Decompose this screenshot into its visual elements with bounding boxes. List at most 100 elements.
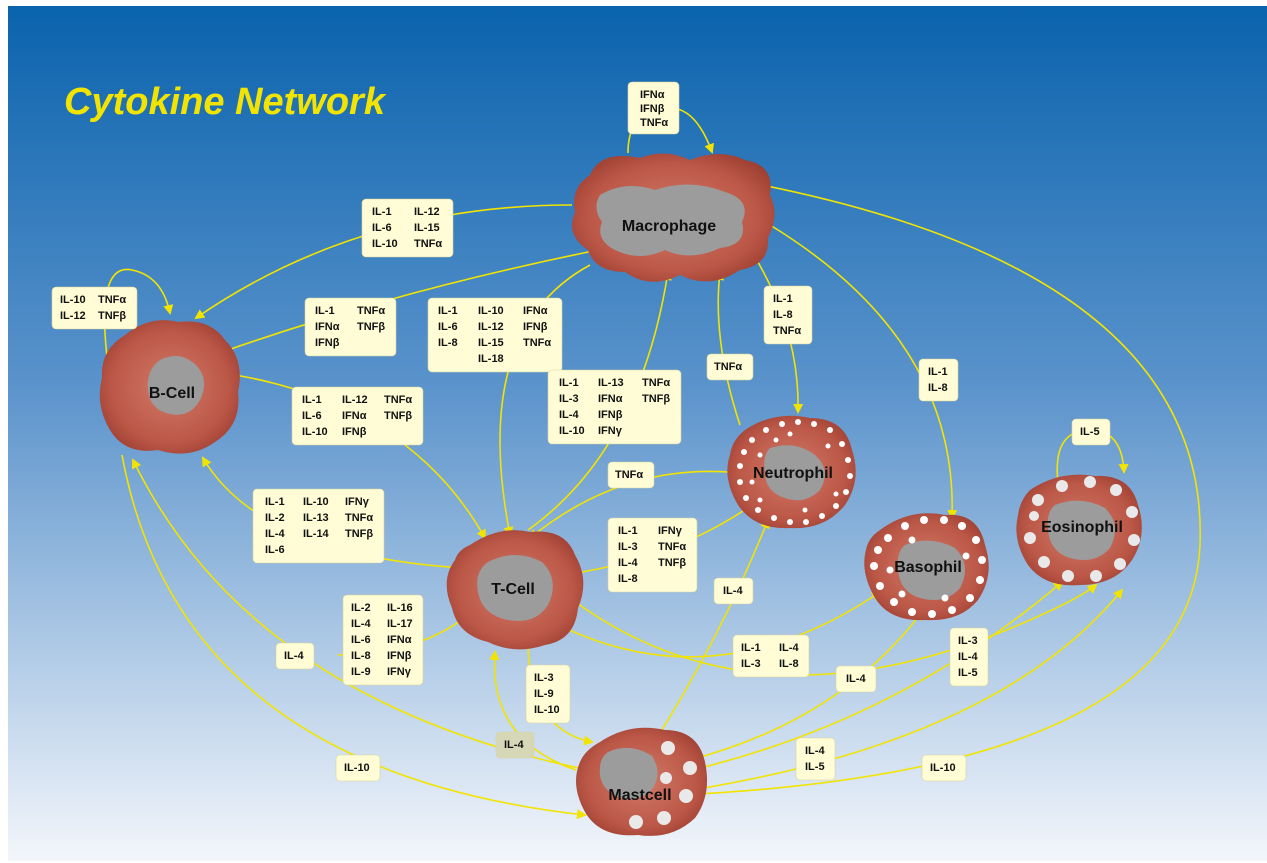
cytokine-label: IL-16	[387, 602, 413, 614]
cytokine-label: IFNγ	[658, 525, 683, 537]
edge-bcell-to-mastcell	[121, 454, 587, 820]
cytokine-label: TNFβ	[345, 528, 373, 540]
cytokine-label: IL-10	[478, 305, 504, 317]
cells: Macrophage B-Cell T-Cell Neutrophil	[99, 153, 1142, 836]
cytokine-label: IL-5	[805, 761, 825, 773]
cell-bcell: B-Cell	[99, 320, 240, 454]
cell-tcell: T-Cell	[446, 530, 584, 650]
cytokine-label: IFNβ	[315, 337, 340, 349]
label-box-background	[51, 286, 138, 330]
cytokine-label: TNFα	[414, 238, 442, 250]
cytokine-label: TNFα	[384, 394, 412, 406]
cytokine-label: IL-4	[723, 585, 743, 597]
bcell-nucleus	[147, 356, 205, 415]
macrophage-nucleus	[596, 184, 745, 256]
edge-tcell-to-eosinophil	[569, 583, 1098, 676]
cytokine-label: IL-1	[315, 305, 335, 317]
cytokine-label: IL-10	[302, 426, 328, 438]
label-box-mast-to-t: IL-4	[495, 731, 535, 759]
cytokine-label: IL-10	[344, 762, 370, 774]
label-box-background	[921, 754, 967, 782]
cytokine-label: IFNγ	[387, 666, 412, 678]
cytokine-label: TNFβ	[658, 557, 686, 569]
label-box-background	[607, 461, 655, 489]
cytokine-label: TNFβ	[384, 410, 412, 422]
label-box-background	[835, 665, 877, 693]
edge-bcell-to-macrophage	[227, 246, 600, 351]
cytokine-label: IFNβ	[342, 426, 367, 438]
cytokine-label: IL-8	[618, 573, 638, 585]
edge-mastcell-to-tcell	[489, 650, 577, 771]
cytokine-label: IL-1	[438, 305, 458, 317]
neutrophil-granules	[737, 419, 853, 525]
cytokine-label: TNFα	[658, 541, 686, 553]
cytokine-label: IFNγ	[598, 425, 623, 437]
label-box-mast-to-b: IL-4	[275, 642, 315, 670]
cell-basophil: Basophil	[864, 513, 989, 621]
label-box-t-to-mac: IL-1IL-3IL-4IL-10IL-13IFNαIFNβIFNγTNFαTN…	[547, 369, 682, 445]
cytokine-label: IL-17	[387, 618, 413, 630]
neutrophil-name: Neutrophil	[753, 465, 833, 482]
cytokine-label: IL-10	[534, 704, 560, 716]
label-box-background	[918, 358, 959, 402]
tcell-nucleus	[477, 555, 553, 621]
cytokine-label: IL-4	[504, 739, 524, 751]
cytokine-label: IL-9	[351, 666, 371, 678]
cytokine-label: IL-3	[618, 541, 638, 553]
cytokine-label: IFNα	[342, 410, 367, 422]
eosinophil-granules	[1024, 476, 1140, 582]
cytokine-label: IFNβ	[640, 103, 665, 115]
label-box-background	[304, 297, 397, 357]
label-box-t-to-baso: IL-1IL-3IL-4IL-8	[732, 634, 810, 678]
cytokine-label: IL-4	[284, 650, 304, 662]
neutrophil-nucleus	[764, 445, 825, 501]
cytokine-label: IFNβ	[523, 321, 548, 333]
cytokine-label: IL-9	[534, 688, 554, 700]
cytokine-label: IFNα	[523, 305, 548, 317]
cytokine-label: TNFα	[523, 337, 551, 349]
cytokine-label: TNFα	[714, 361, 742, 373]
cytokine-label: IL-10	[372, 238, 398, 250]
label-box-t-to-mast: IL-3IL-9IL-10	[525, 664, 571, 724]
basophil-nucleus	[897, 540, 965, 601]
cytokine-label: TNFα	[640, 117, 668, 129]
edge-mastcell-to-basophil	[689, 610, 924, 761]
cytokine-label: IL-1	[773, 293, 793, 305]
cytokine-label: IL-6	[302, 410, 322, 422]
label-box-background	[547, 369, 682, 445]
cytokine-label: IL-6	[351, 634, 371, 646]
label-box-neut-to-t: TNFα	[607, 461, 655, 489]
cytokine-label: IL-4	[265, 528, 285, 540]
label-box-mast-to-eos: IL-3IL-4IL-5	[949, 627, 989, 687]
cytokine-label: TNFα	[615, 469, 643, 481]
cytokine-label: IL-15	[478, 337, 504, 349]
bcell-name: B-Cell	[149, 385, 195, 402]
label-box-background	[335, 754, 381, 782]
cytokine-label: IL-8	[438, 337, 458, 349]
label-box-neut-to-mac: TNFα	[706, 353, 754, 381]
cytokine-label: IL-10	[303, 496, 329, 508]
cytokine-label: TNFα	[642, 377, 670, 389]
cytokine-label: IL-5	[1080, 426, 1100, 438]
edge-neutrophil-to-macrophage	[714, 270, 741, 426]
label-box-to-t-left: IL-2IL-4IL-6IL-8IL-9IL-16IL-17IFNαIFNβIF…	[342, 594, 424, 686]
cytokine-label: IL-13	[598, 377, 624, 389]
eosinophil-name: Eosinophil	[1041, 519, 1123, 536]
mastcell-name: Mastcell	[608, 787, 671, 804]
cytokine-label: IL-6	[438, 321, 458, 333]
cytokine-label: IL-4	[805, 745, 825, 757]
cytokine-label: IFNα	[598, 393, 623, 405]
edge-macrophage-to-basophil	[769, 224, 958, 520]
cytokine-label: IL-8	[773, 309, 793, 321]
cytokine-label: IL-12	[60, 310, 86, 322]
label-box-background	[763, 285, 813, 345]
label-box-background	[525, 664, 571, 724]
cytokine-labels: IFNαIFNβTNFαIL-1IL-6IL-10IL-12IL-15TNFαI…	[51, 81, 1111, 782]
cytokine-label: IL-10	[559, 425, 585, 437]
